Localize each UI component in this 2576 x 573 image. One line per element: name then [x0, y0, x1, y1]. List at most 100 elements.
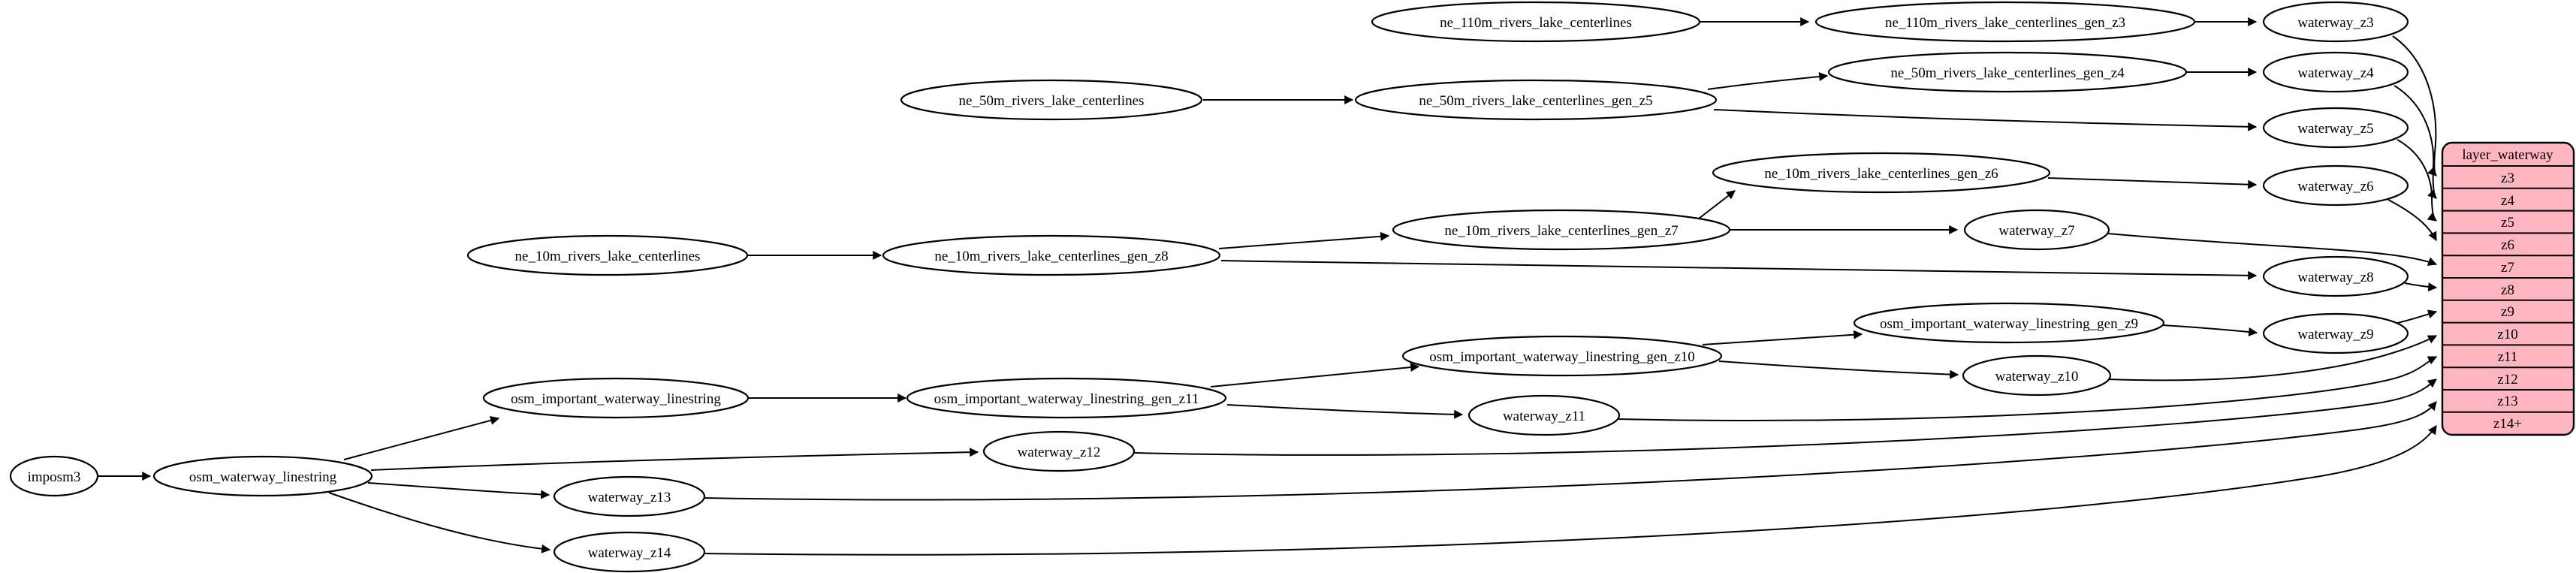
- node-shape: [982, 430, 1136, 472]
- node-label: waterway_z8: [2297, 270, 2373, 285]
- node-imposm3: imposm3: [9, 455, 99, 497]
- table-row-z8: z8: [2501, 282, 2514, 298]
- node-waterway_z8: waterway_z8: [2262, 255, 2409, 297]
- edge-waterway_z10-to-layer_waterway-z10: [2107, 335, 2438, 381]
- layer-waterway-table: layer_waterway z3 z4 z5 z6 z7 z8 z9 z10 …: [2441, 141, 2575, 436]
- node-ne_50m_rivers_lake_centerlines_gen_z5: ne_50m_rivers_lake_centerlines_gen_z5: [1354, 79, 1718, 121]
- node-shape: [1712, 152, 2051, 194]
- table-row-z5: z5: [2501, 215, 2514, 231]
- node-ne_10m_rivers_lake_centerlines_gen_z8: ne_10m_rivers_lake_centerlines_gen_z8: [882, 234, 1221, 276]
- node-shape: [466, 234, 749, 276]
- node-osm_important_waterway_linestring_gen_z10: osm_important_waterway_linestring_gen_z1…: [1401, 335, 1723, 377]
- node-label: ne_110m_rivers_lake_centerlines: [1440, 15, 1632, 31]
- node-osm_important_waterway_linestring: osm_important_waterway_linestring: [482, 377, 750, 419]
- node-label: waterway_z11: [1503, 409, 1585, 424]
- node-label: osm_important_waterway_linestring_gen_z1…: [934, 391, 1199, 407]
- node-shape: [906, 377, 1227, 419]
- node-label: waterway_z5: [2297, 121, 2373, 137]
- node-shape: [2262, 107, 2409, 149]
- node-label: osm_important_waterway_linestring_gen_z9: [1880, 316, 2138, 332]
- edge-waterway_z4-to-layer_waterway-z4: [2394, 85, 2437, 199]
- table-row-z11: z11: [2498, 349, 2518, 365]
- node-waterway_z10: waterway_z10: [1962, 354, 2112, 397]
- edges: [98, 17, 2438, 556]
- node-waterway_z11: waterway_z11: [1467, 394, 1621, 436]
- node-shape: [2262, 1, 2409, 43]
- node-label: ne_50m_rivers_lake_centerlines_gen_z5: [1419, 93, 1652, 109]
- node-label: osm_important_waterway_linestring_gen_z1…: [1429, 349, 1695, 365]
- edge-osm_waterway_linestring-to-waterway_z13: [367, 482, 550, 499]
- node-shape: [2262, 312, 2409, 354]
- node-ne_110m_rivers_lake_centerlines: ne_110m_rivers_lake_centerlines: [1371, 1, 1701, 43]
- node-waterway_z6: waterway_z6: [2262, 164, 2409, 207]
- edge-waterway_z7-to-layer_waterway-z7: [2107, 233, 2438, 266]
- node-shape: [2262, 255, 2409, 297]
- edge-waterway_z8-to-layer_waterway-z8: [2404, 282, 2438, 292]
- node-shape: [1401, 335, 1723, 377]
- node-label: waterway_z13: [588, 490, 671, 505]
- node-ne_10m_rivers_lake_centerlines_gen_z7: ne_10m_rivers_lake_centerlines_gen_z7: [1392, 209, 1731, 251]
- node-label: osm_important_waterway_linestring: [511, 391, 721, 407]
- node-waterway_z13: waterway_z13: [553, 475, 706, 517]
- edge-osm_waterway_linestring-to-osm_important_waterway_linestring: [343, 415, 500, 460]
- node-waterway_z7: waterway_z7: [1963, 209, 2110, 251]
- node-label: waterway_z14: [588, 545, 671, 561]
- edge-waterway_z12-to-layer_waterway-z12: [1133, 378, 2437, 456]
- node-label: ne_10m_rivers_lake_centerlines_gen_z7: [1444, 223, 1678, 239]
- table-row-z7: z7: [2501, 260, 2514, 276]
- table-title: layer_waterway: [2462, 147, 2553, 163]
- node-shape: [1371, 1, 1701, 43]
- node-label: waterway_z3: [2297, 15, 2373, 31]
- table-row-z10: z10: [2497, 327, 2517, 342]
- node-label: waterway_z12: [1018, 445, 1101, 460]
- node-ne_10m_rivers_lake_centerlines_gen_z6: ne_10m_rivers_lake_centerlines_gen_z6: [1712, 152, 2051, 194]
- edge-ne_10m_rivers_lake_centerlines_gen_z6-to-waterway_z6: [2047, 177, 2258, 189]
- node-waterway_z12: waterway_z12: [982, 430, 1136, 472]
- node-label: imposm3: [28, 469, 81, 485]
- node-shape: [1827, 51, 2188, 93]
- table-outline: [2441, 141, 2575, 436]
- node-shape: [2262, 51, 2409, 93]
- node-shape: [1962, 354, 2112, 397]
- edge-osm_important_waterway_linestring_gen_z9-to-waterway_z9: [2161, 324, 2258, 336]
- node-label: waterway_z4: [2297, 65, 2374, 81]
- edge-osm_waterway_linestring-to-waterway_z14: [328, 492, 551, 553]
- table-row-z13: z13: [2497, 394, 2517, 409]
- edge-osm_important_waterway_linestring_gen_z10-to-osm_important_waterway_linestring_gen_z9: [1702, 330, 1863, 345]
- edge-waterway_z13-to-layer_waterway-z13: [701, 401, 2437, 501]
- node-ne_10m_rivers_lake_centerlines: ne_10m_rivers_lake_centerlines: [466, 234, 749, 276]
- node-shape: [1853, 302, 2165, 344]
- node-ne_50m_rivers_lake_centerlines: ne_50m_rivers_lake_centerlines: [900, 79, 1203, 121]
- node-label: ne_50m_rivers_lake_centerlines_gen_z4: [1890, 65, 2125, 81]
- table-row-z4: z4: [2501, 193, 2514, 209]
- table-row-z14plus: z14+: [2493, 416, 2522, 432]
- node-label: waterway_z7: [1998, 223, 2074, 239]
- node-waterway_z5: waterway_z5: [2262, 107, 2409, 149]
- node-shape: [1814, 1, 2196, 43]
- node-shape: [1354, 79, 1718, 121]
- edge-waterway_z3-to-layer_waterway-z3: [2392, 35, 2437, 176]
- node-shape: [152, 455, 373, 497]
- edge-osm_important_waterway_linestring_gen_z11-to-osm_important_waterway_linestring_gen_z10: [1210, 363, 1420, 388]
- node-shape: [1467, 394, 1621, 436]
- node-label: waterway_z9: [2297, 327, 2373, 342]
- node-shape: [900, 79, 1203, 121]
- edge-ne_10m_rivers_lake_centerlines_gen_z8-to-waterway_z8: [1220, 260, 2258, 280]
- node-shape: [553, 531, 706, 573]
- node-osm_waterway_linestring: osm_waterway_linestring: [152, 455, 373, 497]
- node-waterway_z14: waterway_z14: [553, 531, 706, 573]
- node-shape: [882, 234, 1221, 276]
- node-label: ne_50m_rivers_lake_centerlines: [959, 93, 1145, 109]
- node-osm_important_waterway_linestring_gen_z11: osm_important_waterway_linestring_gen_z1…: [906, 377, 1227, 419]
- node-waterway_z9: waterway_z9: [2262, 312, 2409, 354]
- edge-waterway_z9-to-layer_waterway-z9: [2394, 309, 2438, 324]
- table-row-z12: z12: [2497, 372, 2517, 388]
- edge-waterway_z6-to-layer_waterway-z6: [2387, 199, 2437, 242]
- node-shape: [553, 475, 706, 517]
- node-shape: [1963, 209, 2110, 251]
- node-label: ne_10m_rivers_lake_centerlines_gen_z8: [934, 249, 1168, 264]
- node-waterway_z4: waterway_z4: [2262, 51, 2409, 93]
- edge-ne_50m_rivers_lake_centerlines_gen_z5-to-ne_50m_rivers_lake_centerlines_gen_z4: [1707, 72, 1829, 90]
